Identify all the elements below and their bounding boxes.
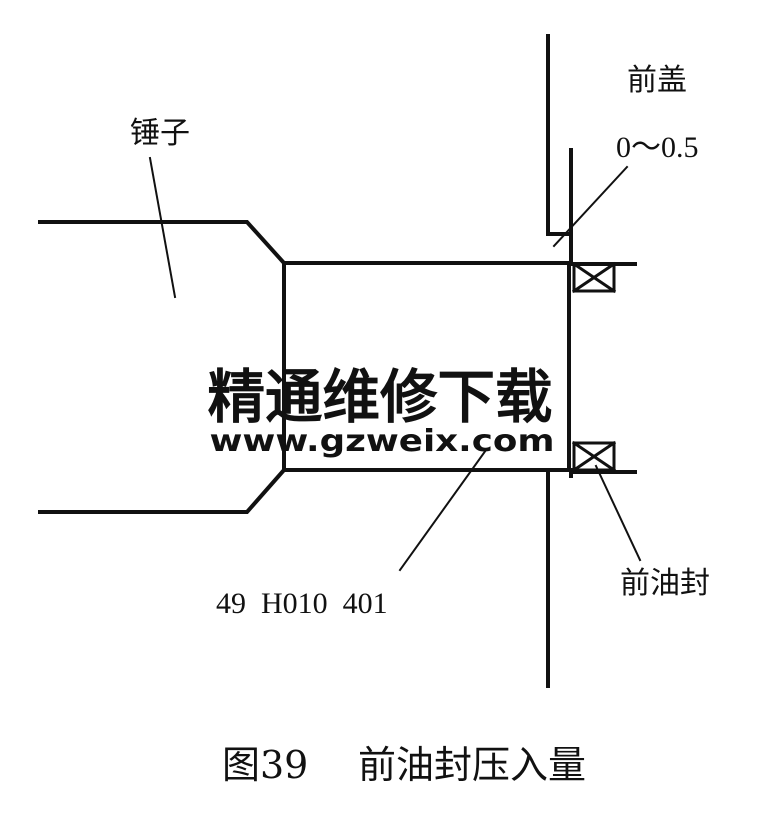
gap-label: 0～0.5	[616, 131, 699, 164]
hammer-leader-line	[148, 156, 177, 299]
oil-seal-cross-upper-b	[571, 261, 617, 294]
part-number-leader-line	[398, 448, 488, 572]
oil-seal-leader-line	[594, 464, 642, 562]
figure-title: 前油封压入量	[358, 743, 586, 787]
watermark-url: www.gzweix.com	[210, 424, 555, 459]
figure-number: 图39	[222, 743, 308, 787]
press-tool-body	[282, 261, 571, 472]
hammer-label: 锤子	[130, 116, 190, 151]
hammer-lower-edge	[38, 467, 287, 514]
oil-seal-section-lower	[572, 441, 616, 472]
hammer-upper-edge	[38, 220, 287, 266]
front-oil-seal-label: 前油封	[620, 566, 710, 601]
front-cover-label: 前盖	[627, 63, 687, 98]
gap-step	[546, 232, 573, 265]
watermark: 精通维修下载 www.gzweix.com	[208, 363, 555, 459]
oil-seal-cross-lower-b	[571, 440, 617, 473]
line-drawing	[38, 34, 642, 688]
oil-seal-section-upper	[572, 262, 616, 293]
watermark-text: 精通维修下载	[208, 363, 553, 431]
gap-leader-line	[552, 165, 629, 248]
part-number-label: 49 H010 401	[216, 587, 388, 620]
